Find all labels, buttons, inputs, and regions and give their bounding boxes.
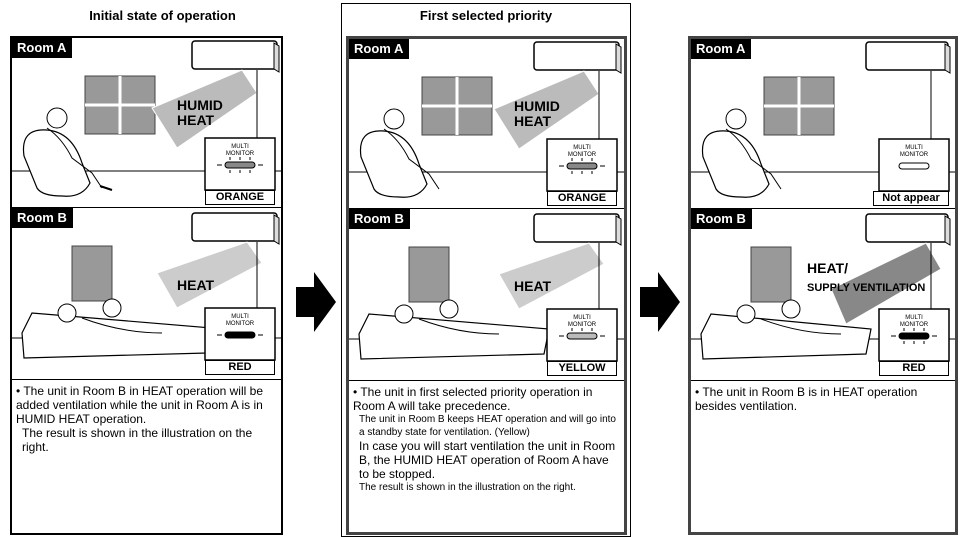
bed-with-people <box>21 298 213 359</box>
room-a-scene: MULTI MONITOR <box>349 41 624 198</box>
air-conditioner-unit <box>533 213 622 246</box>
air-text-line-2: HEAT <box>177 112 215 128</box>
panel-2-room-b: Room B MULTI MONITOR <box>349 209 624 381</box>
monitor-status-label: ORANGE <box>547 191 617 206</box>
room-a-label: Room A <box>12 38 73 58</box>
desc-line-small: The result is shown in the illustration … <box>359 482 576 493</box>
air-text-line-1: HUMID <box>177 97 223 113</box>
air-conditioner-unit <box>533 41 622 74</box>
air-text-line-1: HUMID <box>514 98 560 114</box>
right-arrow-icon <box>296 272 336 332</box>
bed-with-people <box>700 299 872 360</box>
monitor-status-label: YELLOW <box>547 361 617 376</box>
panel-2-room-a: Room A MULTI MONITOR <box>349 39 624 209</box>
room-a-scene: MULTI MONITOR <box>12 40 281 197</box>
panel-1-title: Initial state of operation <box>89 8 236 23</box>
window <box>408 246 450 303</box>
panel-3-room-b: Room B MULTI MONITOR <box>691 209 955 381</box>
desc-line: • The unit in first selected priority op… <box>353 385 593 413</box>
window <box>750 246 792 303</box>
window <box>71 245 113 302</box>
room-b-scene: MULTI MONITOR <box>349 213 624 362</box>
svg-text:MONITOR: MONITOR <box>226 151 255 157</box>
panel-1-room-b: Room B MULTI MONITOR <box>12 208 281 380</box>
room-b-scene: MULTI MONITOR <box>691 213 955 362</box>
room-a-scene: MULTI MONITOR <box>691 41 955 198</box>
panel-1-room-a: Room A <box>12 38 281 208</box>
air-text-line-1: HEAT <box>177 277 215 293</box>
air-conditioner-unit <box>191 212 280 245</box>
bed-with-people <box>358 299 550 360</box>
room-b-scene: MULTI MONITOR <box>12 212 281 361</box>
monitor-status-label: Not appear <box>873 191 949 206</box>
panel-2-description: • The unit in first selected priority op… <box>353 385 620 494</box>
svg-text:MONITOR: MONITOR <box>568 322 597 328</box>
svg-text:MONITOR: MONITOR <box>900 322 929 328</box>
air-conditioner-unit <box>865 41 951 74</box>
air-text-line-2: SUPPLY VENTILATION <box>807 282 926 294</box>
monitor-status-label: ORANGE <box>205 190 275 205</box>
panel-1-description: • The unit in Room B in HEAT operation w… <box>16 384 277 454</box>
svg-text:MULTI: MULTI <box>573 145 591 151</box>
air-flow <box>151 69 258 149</box>
svg-text:MULTI: MULTI <box>231 314 249 320</box>
window <box>421 76 493 136</box>
svg-text:MULTI: MULTI <box>573 315 591 321</box>
svg-text:MULTI: MULTI <box>905 145 923 151</box>
air-text-line-1: HEAT <box>514 278 552 294</box>
room-b-label: Room B <box>349 209 410 229</box>
monitor-status-label: RED <box>879 361 949 376</box>
panel-1: Room A <box>10 36 283 535</box>
panel-3-room-a: Room A MULTI MONITOR Not appear <box>691 39 955 209</box>
desc-line: The result is shown in the illustration … <box>22 426 253 454</box>
person-on-chair <box>22 107 113 197</box>
person-on-chair <box>701 108 782 198</box>
air-text-line-2: HEAT <box>514 113 552 129</box>
room-b-label: Room B <box>691 209 752 229</box>
svg-text:MULTI: MULTI <box>231 144 249 150</box>
panel-3: Room A MULTI MONITOR Not appear <box>688 36 958 535</box>
air-flow <box>830 242 942 325</box>
svg-text:MONITOR: MONITOR <box>900 152 929 158</box>
svg-text:MONITOR: MONITOR <box>568 152 597 158</box>
panel-3-description: • The unit in Room B is in HEAT operatio… <box>695 385 951 413</box>
room-b-label: Room B <box>12 208 73 228</box>
room-a-label: Room A <box>691 39 752 59</box>
person-on-chair <box>359 108 440 198</box>
air-flow <box>156 241 263 309</box>
panel-2-title: First selected priority <box>419 8 553 23</box>
svg-text:MULTI: MULTI <box>905 315 923 321</box>
desc-line: In case you will start ventilation the u… <box>359 439 616 481</box>
window <box>763 76 835 136</box>
air-flow <box>498 242 605 310</box>
desc-line: • The unit in Room B is in HEAT operatio… <box>695 385 918 413</box>
desc-line: • The unit in Room B in HEAT operation w… <box>16 384 263 426</box>
air-conditioner-unit <box>865 213 951 246</box>
monitor-status-label: RED <box>205 360 275 375</box>
panel-2: Room A MULTI MONITOR <box>346 36 627 535</box>
window <box>84 75 156 135</box>
air-text-line-1: HEAT/ <box>807 260 848 276</box>
air-flow <box>493 70 600 150</box>
air-conditioner-unit <box>191 40 280 73</box>
svg-text:MONITOR: MONITOR <box>226 321 255 327</box>
desc-line-small: The unit in Room B keeps HEAT operation … <box>359 414 616 438</box>
room-a-label: Room A <box>349 39 410 59</box>
right-arrow-icon <box>640 272 680 332</box>
